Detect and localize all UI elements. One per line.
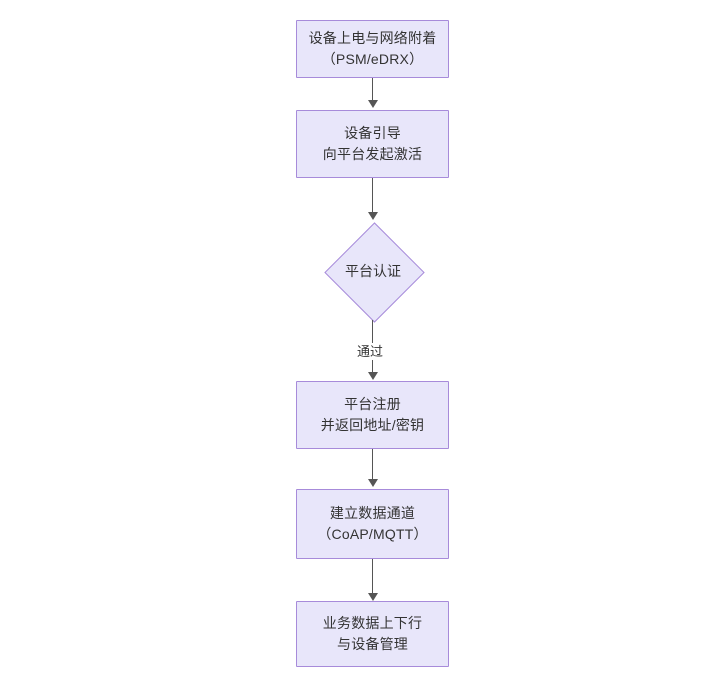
flow-arrowhead-n4-n5 (368, 479, 378, 487)
flow-node-line: （CoAP/MQTT） (317, 526, 428, 542)
flow-node-line: 设备引导 (344, 125, 401, 141)
flow-node-line: 建立数据通道 (329, 505, 416, 521)
flow-edge-n1-n2 (372, 78, 374, 102)
flow-edge-n5-n6 (372, 559, 374, 595)
flow-arrowhead-n3-n4 (368, 372, 378, 380)
flow-arrowhead-n5-n6 (368, 593, 378, 601)
flow-node-business-data[interactable]: 业务数据上下行 与设备管理 (296, 601, 449, 667)
flow-node-line: 平台认证 (345, 263, 401, 279)
flow-node-line: 平台注册 (344, 396, 401, 412)
flow-node-device-bootstrap[interactable]: 设备引导 向平台发起激活 (296, 110, 449, 178)
flow-edge-n2-n3 (372, 178, 374, 214)
flow-edge-label-pass: 通过 (354, 343, 387, 360)
flow-node-platform-auth[interactable]: 平台认证 (323, 221, 425, 323)
flow-node-line: 设备上电与网络附着 (308, 30, 437, 46)
flow-node-line: 与设备管理 (337, 636, 408, 652)
flow-arrowhead-n2-n3 (368, 212, 378, 220)
flow-node-data-channel[interactable]: 建立数据通道 （CoAP/MQTT） (296, 489, 449, 559)
flow-node-device-power-on[interactable]: 设备上电与网络附着 （PSM/eDRX） (296, 20, 449, 78)
flow-arrowhead-n1-n2 (368, 100, 378, 108)
flow-node-line: 并返回地址/密钥 (320, 417, 425, 433)
flow-node-line: （PSM/eDRX） (321, 51, 424, 67)
flow-edge-n4-n5 (372, 449, 374, 481)
flow-node-line: 向平台发起激活 (322, 146, 423, 162)
flow-node-line: 业务数据上下行 (322, 615, 423, 631)
flow-node-platform-register[interactable]: 平台注册 并返回地址/密钥 (296, 381, 449, 449)
